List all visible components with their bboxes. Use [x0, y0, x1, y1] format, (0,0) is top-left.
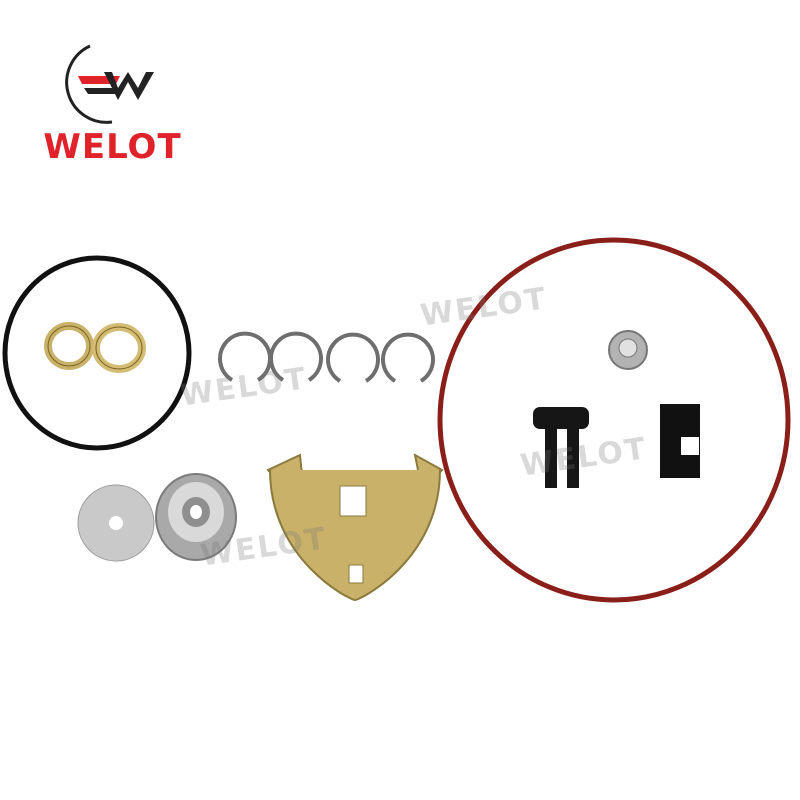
lock-clip	[660, 404, 700, 478]
thrust-collar	[155, 473, 237, 561]
brass-seal-rings	[44, 322, 146, 373]
logo-text: WELOT	[43, 127, 182, 167]
flat-washer	[77, 484, 155, 562]
welot-logo: WELOT	[20, 38, 205, 170]
black-oring	[2, 255, 192, 451]
piston-rings	[218, 331, 435, 383]
hex-nut	[608, 330, 648, 370]
socket-screws	[533, 407, 589, 488]
red-oring	[437, 237, 791, 603]
thrust-bearing	[266, 453, 444, 602]
logo-mark-icon	[65, 44, 154, 124]
